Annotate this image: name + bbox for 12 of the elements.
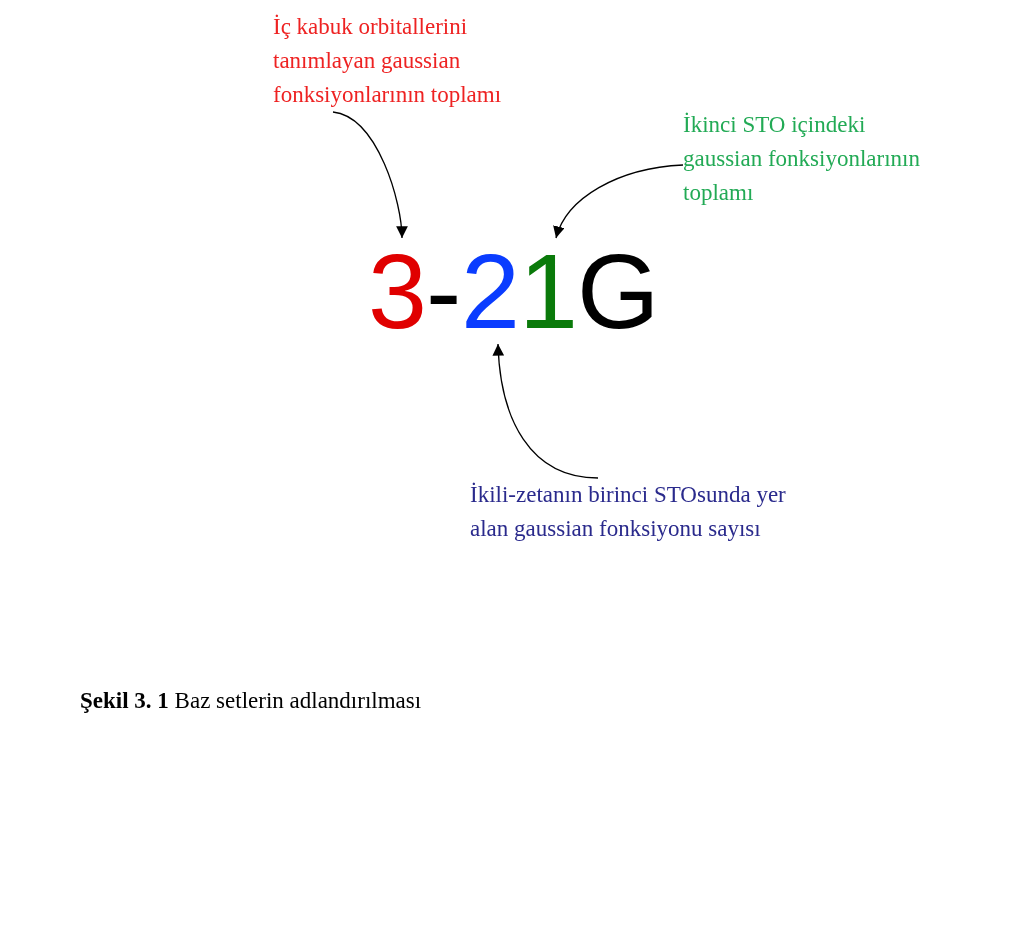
callout-text: İkinci STO içindeki gaussian fonksiyonlarının toplamı [683, 108, 923, 210]
figure-caption: Şekil 3. 1 Baz setlerin adlandırılması [80, 688, 422, 714]
digit-text: 3 [368, 238, 426, 344]
digit-text: 1 [519, 238, 577, 344]
digit-text: 2 [461, 238, 519, 344]
leader-arrow [554, 164, 684, 239]
dash-text: - [426, 238, 461, 344]
leader-arrow [332, 111, 408, 239]
leader-arrow [492, 343, 599, 479]
callout-text: İkili-zetanın birinci STOsunda yer alan gaussian fonksiyonu sayısı [470, 478, 815, 546]
callout-text: İç kabuk orbitallerini tanımlayan gaussian fonksiyonlarının toplamı [273, 10, 508, 112]
letter-text: G [577, 238, 661, 344]
